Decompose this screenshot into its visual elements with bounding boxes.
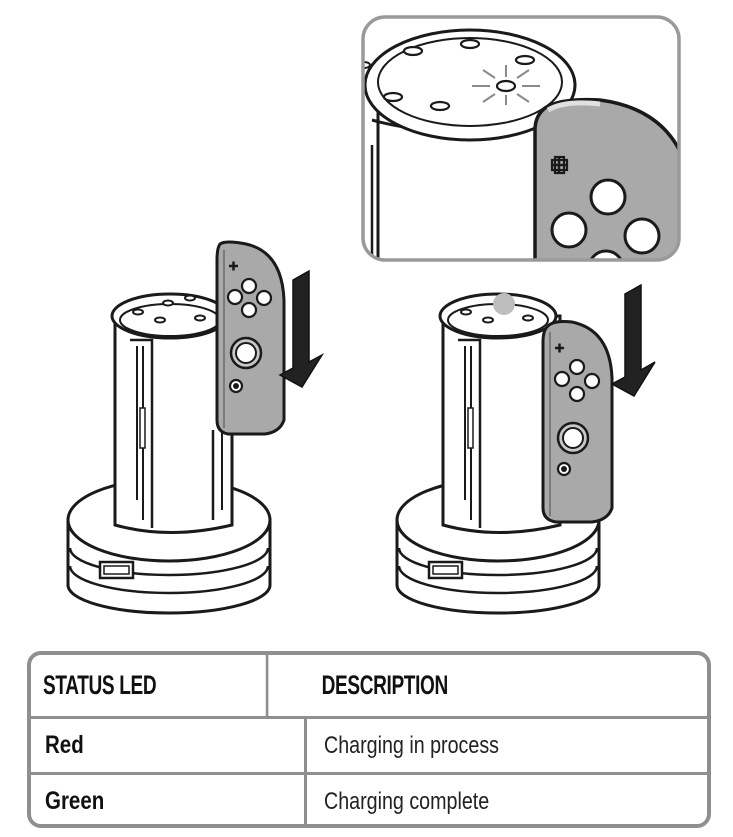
column-header-label: STATUS LED [43, 670, 157, 700]
status-value: Green [45, 787, 105, 815]
status-cell: Green [31, 775, 307, 824]
usb-port-icon [98, 560, 135, 580]
description-value: Charging in process [324, 731, 500, 759]
left-charging-dock-icon [66, 292, 272, 615]
led-indicator-icon [493, 293, 515, 315]
column-header-description: DESCRIPTION [307, 655, 651, 716]
left-joy-con-controller-icon [215, 240, 286, 436]
description-value: Charging complete [324, 787, 490, 815]
status-value: Red [45, 731, 84, 759]
charging-illustration [66, 15, 681, 615]
left-insert-arrow-icon [278, 269, 325, 388]
description-cell: Charging in process [307, 719, 707, 772]
status-cell: Red [31, 719, 307, 772]
status-led-table: STATUS LED DESCRIPTION Red Charging in p… [27, 651, 711, 828]
usb-port-icon [427, 560, 464, 580]
table-row: Green Charging complete [31, 772, 707, 824]
table-row: Red Charging in process [31, 716, 707, 772]
description-cell: Charging complete [307, 775, 707, 824]
column-header-status-led: STATUS LED [31, 655, 269, 716]
led-glow-icon [472, 65, 540, 105]
column-header-label: DESCRIPTION [321, 670, 449, 700]
right-insert-arrow-icon [610, 283, 656, 397]
table-header-row: STATUS LED DESCRIPTION [31, 655, 707, 716]
zoom-inset [361, 15, 681, 262]
right-joy-con-controller-icon [541, 320, 614, 524]
